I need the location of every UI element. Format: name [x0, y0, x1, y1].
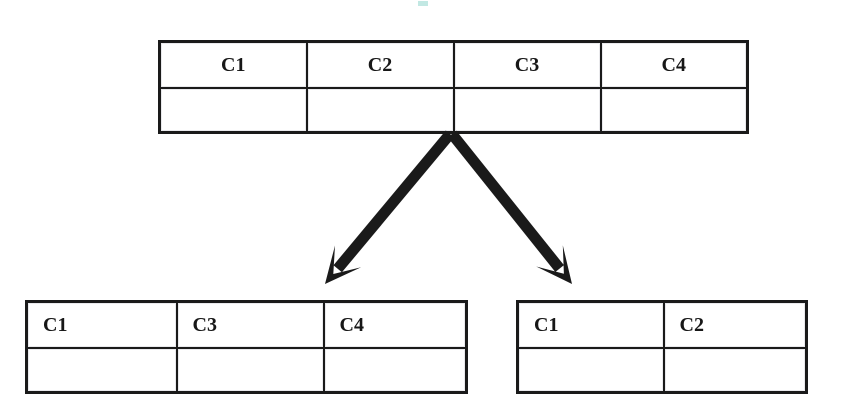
decomposed-left-data-cell-1 — [25, 347, 178, 394]
source-relation-header-cell-4: C4 — [599, 40, 749, 89]
decomposed-left-header-cell-3: C4 — [322, 300, 468, 349]
column-label-c1: C1 — [161, 43, 306, 87]
decomposed-left-header-cell-2: C3 — [175, 300, 325, 349]
decomposed-left-data-cell-3 — [322, 347, 468, 394]
decomposed-relation-right-table: C1 C2 — [516, 300, 808, 394]
column-label-c2: C2 — [664, 303, 805, 347]
decomposed-relation-left-table: C1 C3 C4 — [25, 300, 468, 394]
source-relation-header-cell-1: C1 — [158, 40, 308, 89]
source-relation-header-cell-3: C3 — [452, 40, 602, 89]
column-label-c3: C3 — [454, 43, 600, 87]
decomposed-left-header-row: C1 C3 C4 — [25, 300, 468, 349]
decomposed-left-data-row — [25, 347, 468, 394]
column-label-c1: C1 — [28, 303, 176, 347]
source-relation-header-cell-2: C2 — [305, 40, 455, 89]
source-relation-data-value-2 — [307, 89, 453, 131]
scan-artifact-mark — [418, 1, 428, 6]
column-label-c3: C3 — [177, 303, 323, 347]
source-relation-data-cell-4 — [599, 87, 749, 134]
arrow-to-left-fragment — [325, 130, 455, 284]
arrow-to-right-fragment — [447, 130, 572, 284]
source-relation-data-value-3 — [454, 89, 600, 131]
arrow-to-right-fragment-head — [536, 245, 572, 284]
decomposed-right-data-row — [516, 347, 808, 394]
decomposed-right-data-cell-1 — [516, 347, 665, 394]
column-label-c1: C1 — [519, 303, 663, 347]
decomposed-left-header-cell-1: C1 — [25, 300, 178, 349]
arrow-to-left-fragment-head — [325, 245, 362, 284]
decomposed-left-data-value-2 — [177, 349, 323, 391]
decomposed-right-header-row: C1 C2 — [516, 300, 808, 349]
column-label-c2: C2 — [307, 43, 453, 87]
source-relation-data-cell-2 — [305, 87, 455, 134]
arrow-to-right-fragment-shaft — [447, 130, 564, 272]
decomposed-right-data-value-2 — [664, 349, 805, 391]
decomposed-left-data-value-3 — [324, 349, 465, 391]
decomposed-right-data-value-1 — [519, 349, 663, 391]
decomposed-right-data-cell-2 — [662, 347, 808, 394]
source-relation-data-row — [158, 87, 749, 134]
column-label-c4: C4 — [601, 43, 746, 87]
decomposed-right-header-cell-2: C2 — [662, 300, 808, 349]
decomposed-right-header-cell-1: C1 — [516, 300, 665, 349]
source-relation-header-row: C1 C2 C3 C4 — [158, 40, 749, 89]
column-label-c4: C4 — [324, 303, 465, 347]
decomposed-left-data-value-1 — [28, 349, 176, 391]
source-relation-table: C1 C2 C3 C4 — [158, 40, 749, 134]
source-relation-data-cell-3 — [452, 87, 602, 134]
arrow-to-left-fragment-shaft — [333, 130, 455, 273]
source-relation-data-value-1 — [161, 89, 306, 131]
source-relation-data-value-4 — [601, 89, 746, 131]
source-relation-data-cell-1 — [158, 87, 308, 134]
decomposed-left-data-cell-2 — [175, 347, 325, 394]
